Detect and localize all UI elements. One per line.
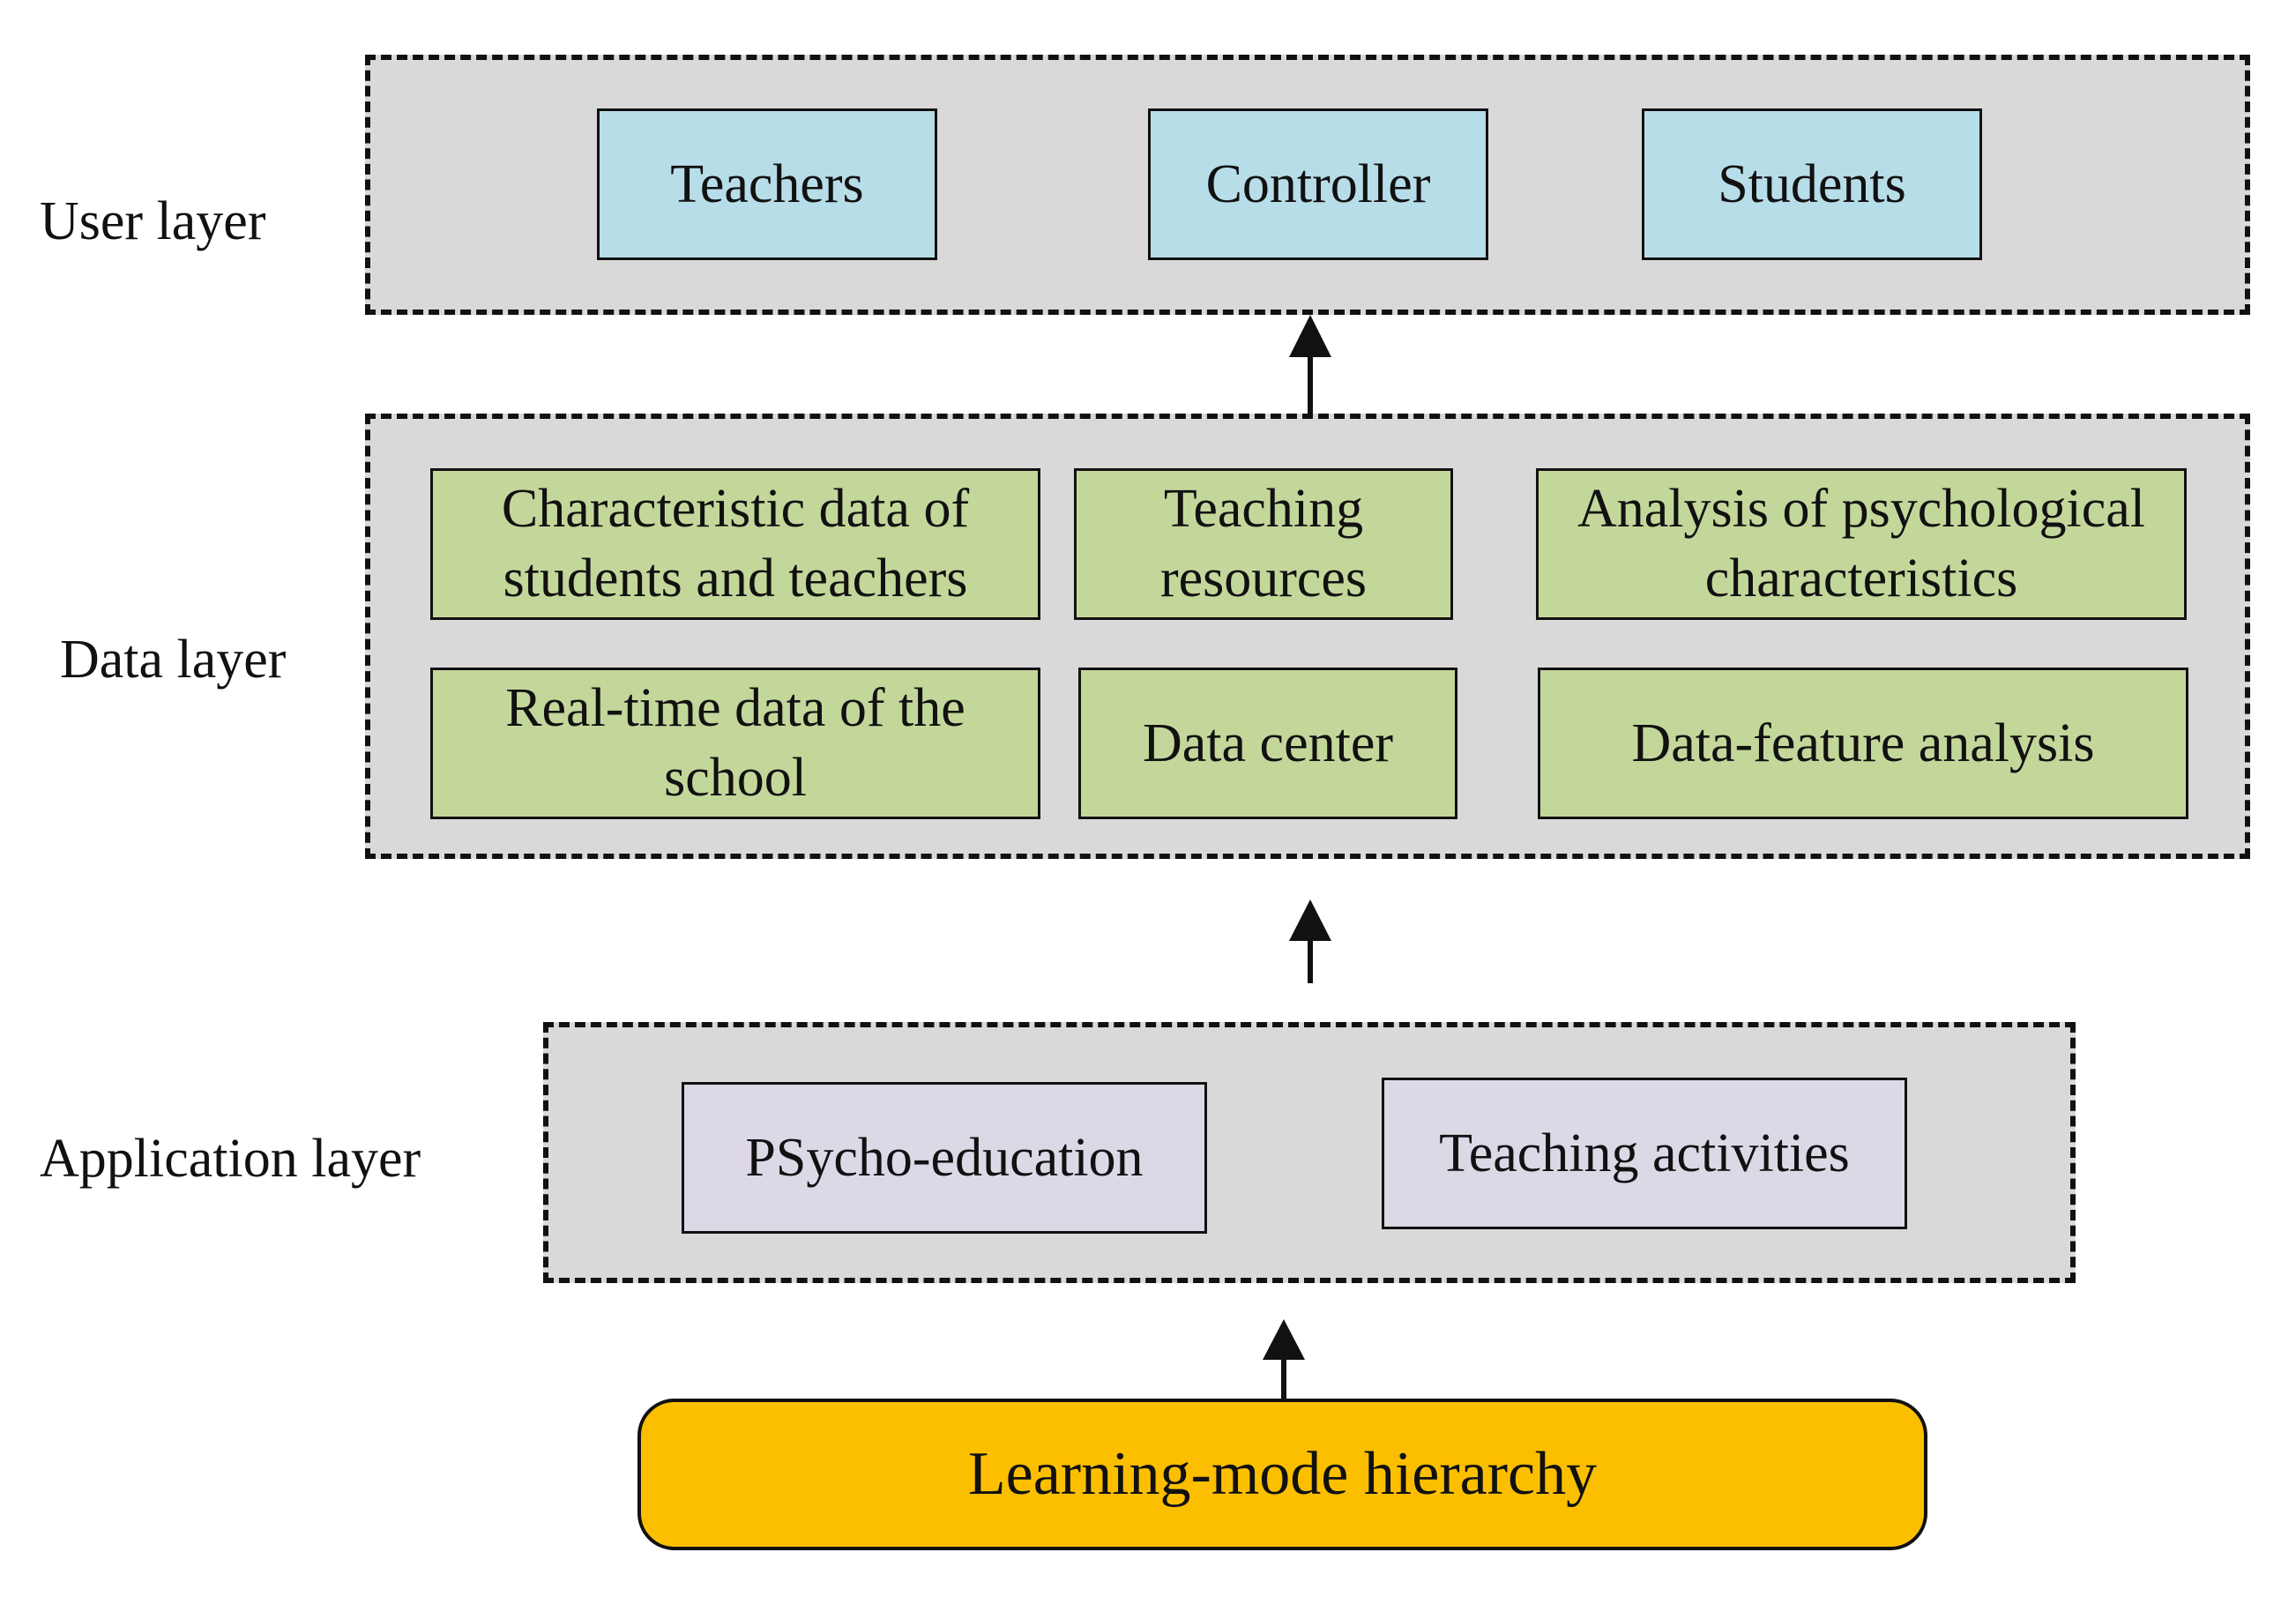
arrow-data-to-user	[1289, 315, 1331, 414]
data-feature-analysis-box[interactable]: Data-feature analysis	[1538, 668, 2188, 819]
data-center-box[interactable]: Data center	[1078, 668, 1457, 819]
user-layer-label: User layer	[40, 191, 266, 251]
arrow-base-to-application	[1263, 1319, 1305, 1399]
realtime-data-line-1: Real-time data of the	[505, 678, 965, 739]
data-center-label: Data center	[1143, 713, 1393, 773]
psychological-analysis-line-1: Analysis of psychological	[1577, 479, 2145, 540]
characteristic-data-box[interactable]: Characteristic data of students and teac…	[430, 468, 1040, 620]
teachers-label: Teachers	[670, 153, 864, 214]
teaching-activities-box[interactable]: Teaching activities	[1382, 1078, 1907, 1229]
psycho-education-label: PSycho-education	[745, 1127, 1144, 1188]
teaching-resources-line-2: resources	[1159, 549, 1368, 608]
controller-box[interactable]: Controller	[1148, 108, 1488, 260]
students-box[interactable]: Students	[1642, 108, 1982, 260]
psychological-analysis-line-2: characteristics	[1704, 549, 2018, 608]
students-label: Students	[1718, 153, 1906, 214]
realtime-data-line-2: school	[664, 748, 807, 808]
learning-mode-hierarchy-label: Learning-mode hierarchy	[967, 1439, 1598, 1508]
teaching-activities-label: Teaching activities	[1439, 1123, 1850, 1183]
realtime-data-box[interactable]: Real-time data of the school	[430, 668, 1040, 819]
arrow-application-to-data	[1289, 899, 1331, 983]
data-layer-label: Data layer	[60, 630, 287, 690]
teachers-box[interactable]: Teachers	[597, 108, 937, 260]
characteristic-data-line-2: students and teachers	[503, 549, 968, 608]
application-layer-label: Application layer	[40, 1129, 421, 1189]
controller-label: Controller	[1205, 153, 1431, 214]
teaching-resources-line-1: Teaching	[1163, 479, 1364, 540]
data-feature-analysis-label: Data-feature analysis	[1631, 713, 2095, 773]
teaching-resources-box[interactable]: Teaching resources	[1074, 468, 1453, 620]
characteristic-data-line-1: Characteristic data of	[501, 479, 970, 540]
psycho-education-box[interactable]: PSycho-education	[682, 1082, 1207, 1234]
psychological-analysis-box[interactable]: Analysis of psychological characteristic…	[1536, 468, 2187, 620]
learning-mode-hierarchy-box[interactable]: Learning-mode hierarchy	[637, 1399, 1927, 1550]
